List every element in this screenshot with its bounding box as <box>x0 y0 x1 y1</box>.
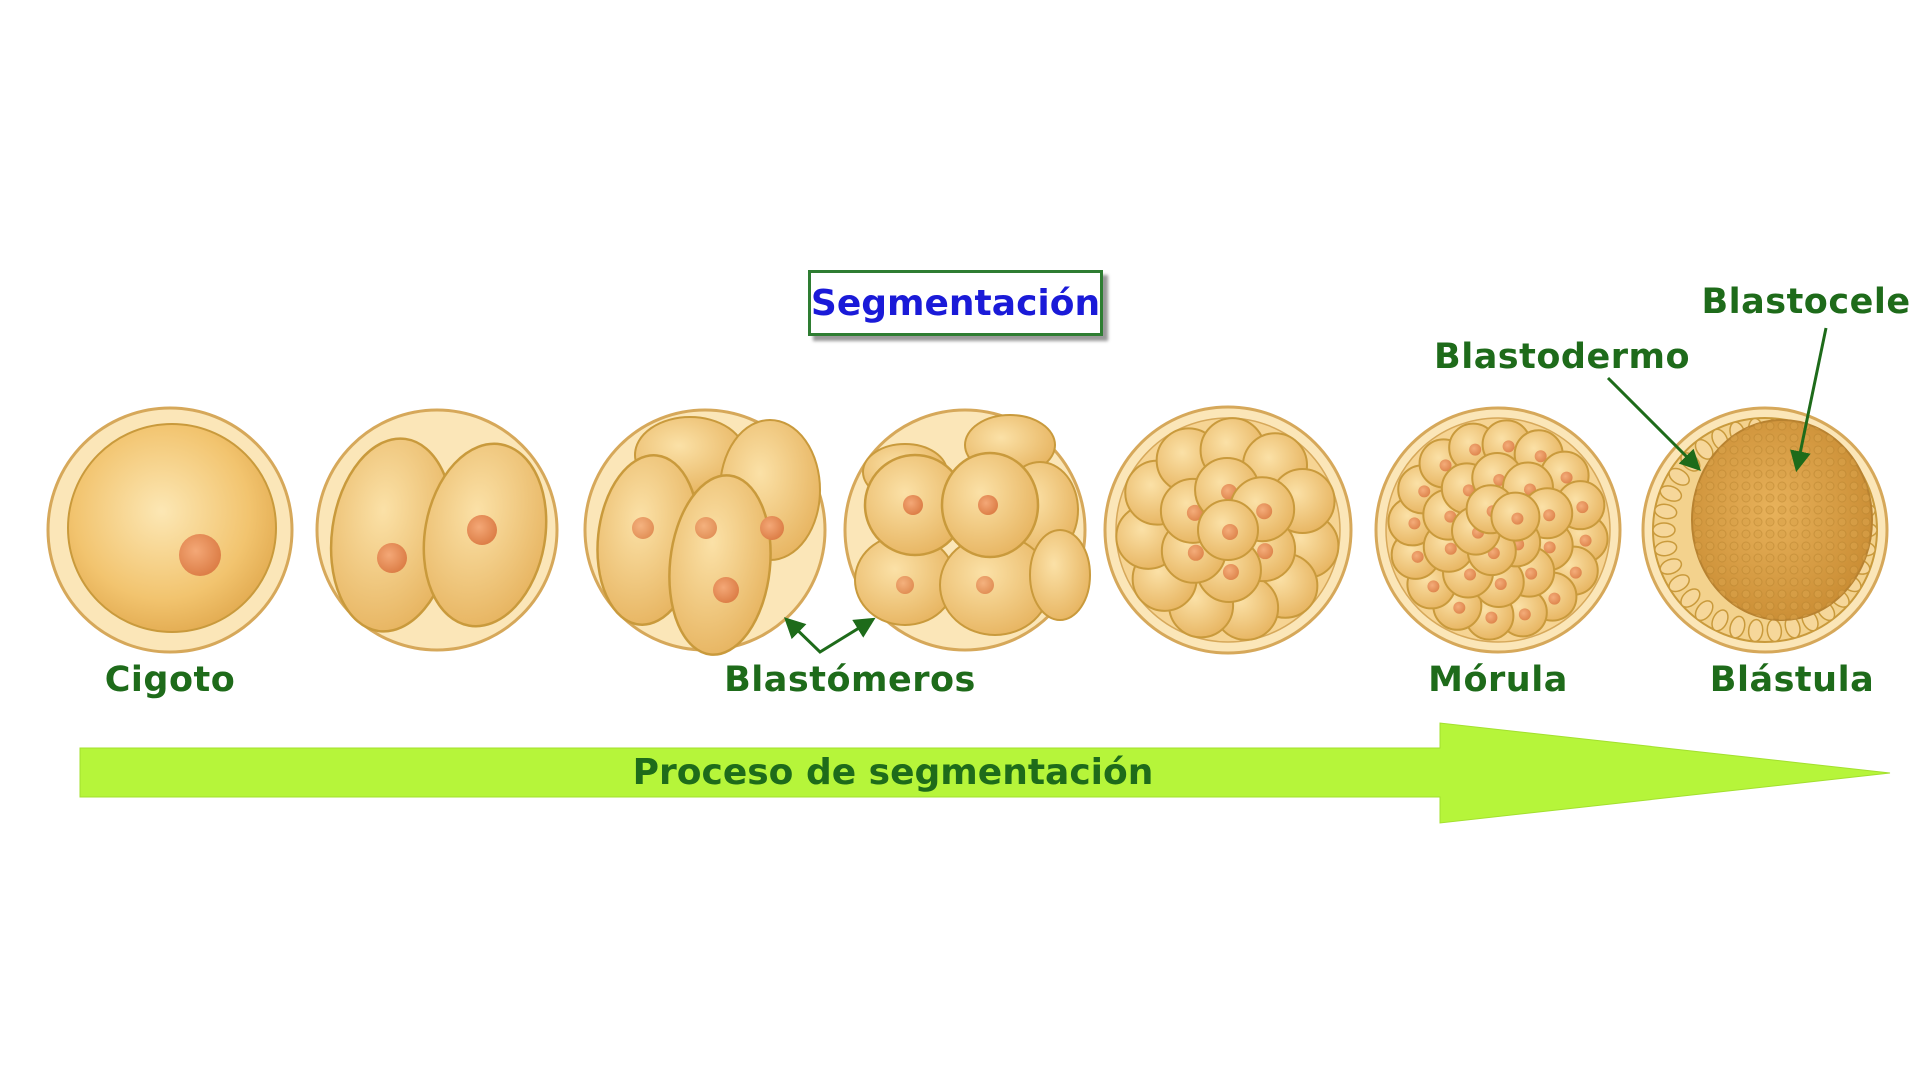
blastoderm-cell <box>1694 600 1714 622</box>
blastomere-nucleus <box>1543 509 1556 522</box>
blastomere-nucleus <box>1576 501 1589 514</box>
blastoderm-cell <box>1711 609 1729 632</box>
process-arrow <box>79 722 1891 824</box>
blastomere-nucleus <box>1469 443 1482 456</box>
blastomere-nucleus <box>1418 485 1431 498</box>
blastomere-nucleus <box>1187 544 1204 561</box>
blastomere-nucleus <box>1534 450 1547 463</box>
blastomere-nucleus <box>1569 566 1582 579</box>
blastomere-nucleus <box>1257 543 1274 560</box>
eight-cell-stage <box>843 408 1091 652</box>
blastomere-nucleus <box>1579 534 1592 547</box>
blastomere-nucleus <box>1444 510 1457 523</box>
blastoderm-cell <box>1668 574 1690 593</box>
blastomere-nucleus <box>1560 471 1573 484</box>
blastoderm-cell <box>1747 618 1764 643</box>
label-morula: Mórula <box>1428 660 1568 700</box>
blastoderm-cell <box>1654 540 1678 557</box>
blastoderm-cell <box>1659 485 1683 502</box>
title-box: Segmentación <box>808 270 1103 336</box>
diagram-title: Segmentación <box>810 282 1101 324</box>
blastomere-nucleus <box>1408 517 1421 530</box>
blastomere-nucleus <box>1222 524 1238 540</box>
blastomere-nucleus <box>1494 577 1507 590</box>
label-blastula: Blástula <box>1709 660 1875 700</box>
sixteen-cell-stage <box>1103 405 1353 655</box>
blastoderm-cell <box>1652 522 1676 538</box>
label-cigoto: Cigoto <box>104 660 236 700</box>
blastomere-nucleus <box>1411 550 1424 563</box>
blastomere-nucleus <box>1256 503 1273 520</box>
sixteen-cell-blastomeres <box>1115 417 1340 641</box>
blastomere-nucleus <box>1186 504 1203 521</box>
blastomere-nucleus <box>1493 474 1506 487</box>
blastomere-nucleus <box>1548 592 1561 605</box>
blastomere-nucleus <box>1502 440 1515 453</box>
blastoderm-cell <box>1680 588 1701 608</box>
blastomere-nucleus <box>1439 459 1452 472</box>
blastoderm-cell <box>1654 503 1678 520</box>
blastomere-nucleus <box>1543 541 1556 554</box>
blastula-cell <box>1641 406 1889 654</box>
blastomeres-pointer <box>783 617 876 654</box>
zygote-nucleus <box>179 534 221 576</box>
blastoderm-cell <box>1659 558 1683 575</box>
morula-blastomeres <box>1387 419 1609 641</box>
blastomere-nucleus <box>1518 608 1531 621</box>
blastomere-nucleus <box>1525 567 1538 580</box>
blastomere-nucleus <box>1427 580 1440 593</box>
two-cell-stage <box>315 408 559 652</box>
morula-cell <box>1374 406 1622 654</box>
blastomere-nucleus <box>1511 512 1524 525</box>
label-blastomeros: Blastómeros <box>724 660 976 700</box>
process-label: Proceso de segmentación <box>632 752 1154 793</box>
blastoderm-cell <box>1729 615 1746 639</box>
blastomere-nucleus <box>1453 601 1466 614</box>
blastoderm-pointer <box>1606 376 1701 471</box>
blastomere-nucleus <box>1485 611 1498 624</box>
blastomere-nucleus <box>1464 568 1477 581</box>
label-blastocele: Blastocele <box>1701 282 1911 322</box>
zygote-cell <box>46 406 294 654</box>
blastomere-nucleus <box>1444 542 1457 555</box>
blastomere-nucleus <box>1222 563 1239 580</box>
label-blastodermo: Blastodermo <box>1434 337 1690 377</box>
blastocoel-pointer <box>1790 327 1828 473</box>
four-cell-stage <box>583 408 827 656</box>
